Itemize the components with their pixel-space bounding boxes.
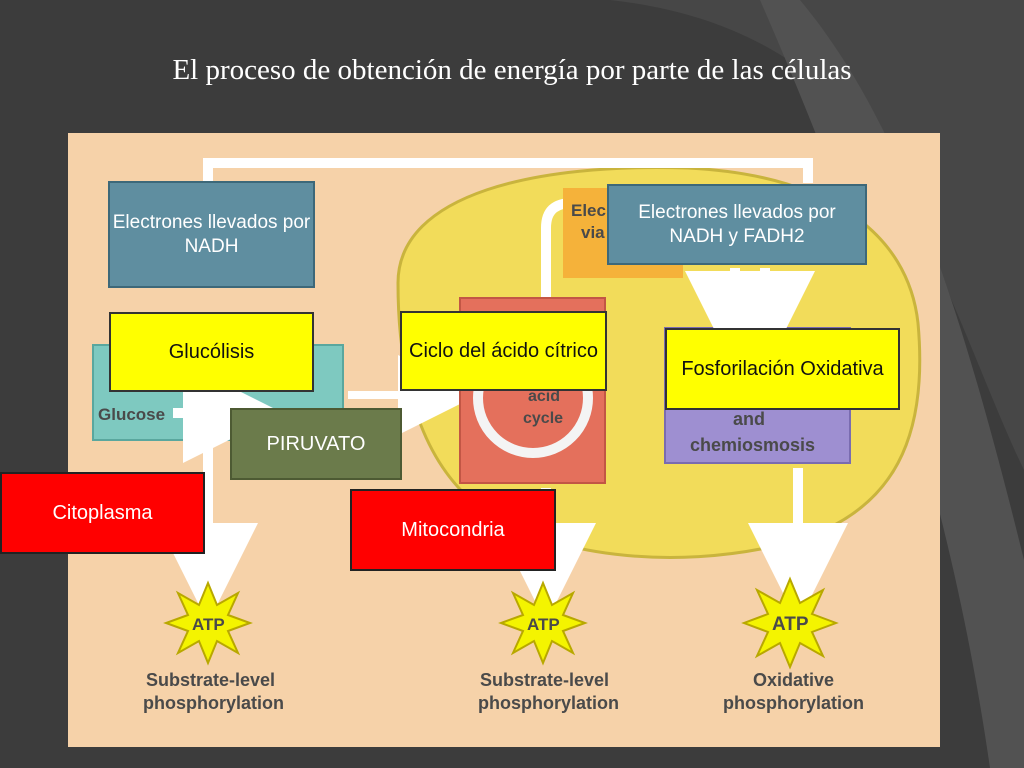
atp-caption-1b: phosphorylation (143, 693, 284, 713)
atp-caption-3b: phosphorylation (723, 693, 864, 713)
cycle-text-1: acid (528, 388, 560, 405)
citric-acid-cycle-label: Ciclo del ácido cítrico (400, 311, 607, 391)
electrons-top-text-2: via (581, 223, 605, 242)
atp-label-3: ATP (772, 614, 809, 635)
mitochondria-label: Mitocondria (350, 489, 556, 571)
atp-label-2: ATP (527, 615, 560, 634)
cytoplasm-label: Citoplasma (0, 472, 205, 554)
atp-label-1: ATP (192, 615, 225, 634)
atp-caption-2a: Substrate-level (480, 670, 609, 690)
slide-title: El proceso de obtención de energía por p… (172, 54, 852, 86)
atp-burst-1: ATP (163, 580, 253, 666)
oxphos-text-2: chemiosmosis (690, 435, 815, 455)
glycolysis-label: Glucólisis (109, 312, 314, 392)
oxphos-text-1: and (733, 409, 765, 429)
oxidative-phosphorylation-label: Fosforilación Oxidativa (665, 328, 900, 410)
glycolysis-figure-text: Glucose (98, 405, 165, 424)
atp-burst-2: ATP (498, 580, 588, 666)
pyruvate-label: PIRUVATO (230, 408, 402, 480)
electrons-top-text-1: Elec (571, 201, 606, 220)
atp-burst-3: ATP (741, 576, 839, 670)
atp-caption-2b: phosphorylation (478, 693, 619, 713)
nadh-fadh2-electrons-label: Electrones llevados por NADH y FADH2 (607, 184, 867, 265)
cycle-text-2: cycle (523, 410, 563, 427)
nadh-electrons-label: Electrones llevados por NADH (108, 181, 315, 288)
atp-caption-3a: Oxidative (753, 670, 834, 690)
atp-caption-1a: Substrate-level (146, 670, 275, 690)
